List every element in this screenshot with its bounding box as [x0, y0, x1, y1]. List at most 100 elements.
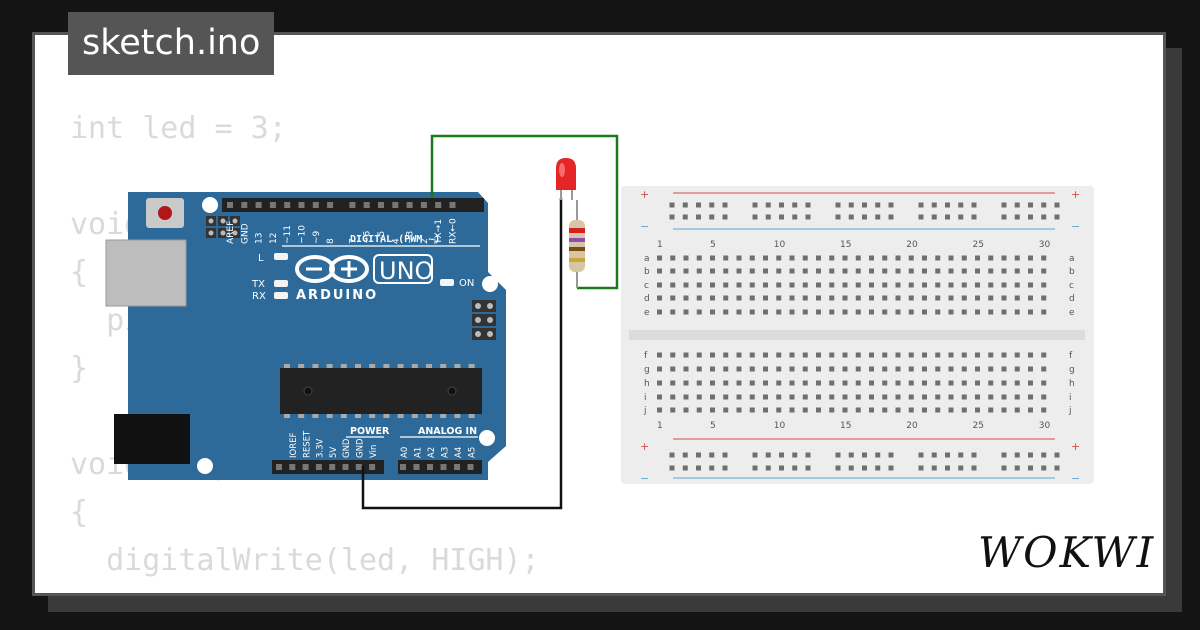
rail-hole[interactable]	[945, 214, 950, 220]
breadboard-hole[interactable]	[1001, 407, 1007, 413]
breadboard-hole[interactable]	[710, 295, 715, 301]
breadboard-hole[interactable]	[1014, 255, 1020, 261]
breadboard-hole[interactable]	[935, 394, 941, 400]
breadboard-hole[interactable]	[1014, 407, 1020, 413]
breadboard-hole[interactable]	[802, 352, 808, 358]
breadboard-hole[interactable]	[723, 352, 729, 358]
breadboard-hole[interactable]	[908, 255, 914, 261]
breadboard-hole[interactable]	[710, 394, 715, 400]
rail-hole[interactable]	[752, 202, 758, 208]
breadboard-hole[interactable]	[816, 407, 821, 413]
breadboard-hole[interactable]	[908, 380, 914, 386]
breadboard-hole[interactable]	[749, 380, 755, 386]
rail-hole[interactable]	[792, 465, 798, 471]
breadboard-hole[interactable]	[696, 255, 702, 261]
breadboard-hole[interactable]	[829, 407, 835, 413]
breadboard-hole[interactable]	[829, 352, 835, 358]
breadboard-hole[interactable]	[1028, 366, 1033, 372]
breadboard-hole[interactable]	[789, 282, 795, 288]
rail-hole[interactable]	[1028, 202, 1033, 208]
breadboard-hole[interactable]	[895, 380, 901, 386]
breadboard-hole[interactable]	[882, 309, 888, 315]
rail-hole[interactable]	[1028, 452, 1033, 458]
breadboard-hole[interactable]	[802, 394, 808, 400]
breadboard-hole[interactable]	[736, 282, 742, 288]
rail-hole[interactable]	[862, 465, 867, 471]
breadboard-hole[interactable]	[988, 309, 994, 315]
analog-pin-hole[interactable]	[427, 464, 433, 470]
breadboard-hole[interactable]	[908, 268, 914, 274]
breadboard-hole[interactable]	[1014, 295, 1020, 301]
breadboard-hole[interactable]	[723, 295, 729, 301]
breadboard-hole[interactable]	[1041, 394, 1047, 400]
power-pin-hole[interactable]	[302, 464, 309, 470]
rail-hole[interactable]	[875, 214, 881, 220]
breadboard-hole[interactable]	[869, 366, 874, 372]
rail-hole[interactable]	[848, 214, 854, 220]
breadboard-hole[interactable]	[723, 255, 729, 261]
breadboard-hole[interactable]	[736, 380, 742, 386]
breadboard-hole[interactable]	[749, 309, 755, 315]
rail-hole[interactable]	[958, 202, 964, 208]
breadboard-hole[interactable]	[988, 295, 994, 301]
breadboard-hole[interactable]	[842, 352, 848, 358]
breadboard-hole[interactable]	[776, 295, 782, 301]
digital-pin-hole[interactable]	[227, 202, 233, 208]
rail-hole[interactable]	[945, 465, 950, 471]
breadboard-hole[interactable]	[869, 282, 874, 288]
rail-hole[interactable]	[875, 465, 881, 471]
breadboard-hole[interactable]	[789, 352, 795, 358]
breadboard-hole[interactable]	[961, 407, 967, 413]
rail-hole[interactable]	[722, 202, 728, 208]
breadboard-hole[interactable]	[961, 394, 967, 400]
green-wire[interactable]	[430, 134, 619, 290]
rail-hole[interactable]	[971, 452, 977, 458]
breadboard-hole[interactable]	[1028, 268, 1033, 274]
breadboard-hole[interactable]	[895, 295, 901, 301]
breadboard-hole[interactable]	[922, 268, 927, 274]
breadboard-hole[interactable]	[710, 352, 715, 358]
breadboard-hole[interactable]	[670, 295, 676, 301]
breadboard-hole[interactable]	[895, 282, 901, 288]
breadboard-hole[interactable]	[855, 380, 861, 386]
rail-hole[interactable]	[888, 465, 894, 471]
breadboard-hole[interactable]	[922, 394, 927, 400]
rail-hole[interactable]	[779, 202, 784, 208]
rail-hole[interactable]	[971, 465, 977, 471]
breadboard-hole[interactable]	[1001, 268, 1007, 274]
rail-hole[interactable]	[722, 452, 728, 458]
rail-hole[interactable]	[709, 452, 715, 458]
breadboard-hole[interactable]	[736, 366, 742, 372]
breadboard-hole[interactable]	[736, 407, 742, 413]
breadboard-hole[interactable]	[776, 394, 782, 400]
breadboard-hole[interactable]	[763, 394, 768, 400]
analog-pin-hole[interactable]	[400, 464, 406, 470]
breadboard-hole[interactable]	[789, 366, 795, 372]
breadboard-hole[interactable]	[935, 309, 941, 315]
power-pin-hole[interactable]	[329, 464, 336, 470]
breadboard-hole[interactable]	[935, 268, 941, 274]
resistor[interactable]	[569, 200, 585, 288]
breadboard-hole[interactable]	[948, 380, 954, 386]
breadboard-hole[interactable]	[683, 394, 689, 400]
breadboard-hole[interactable]	[723, 407, 729, 413]
rail-hole[interactable]	[1054, 465, 1060, 471]
breadboard-hole[interactable]	[670, 352, 676, 358]
breadboard-hole[interactable]	[657, 295, 662, 301]
breadboard-hole[interactable]	[1014, 309, 1020, 315]
rail-hole[interactable]	[1014, 465, 1020, 471]
breadboard-hole[interactable]	[683, 309, 689, 315]
breadboard-hole[interactable]	[922, 366, 927, 372]
breadboard-hole[interactable]	[922, 407, 927, 413]
breadboard-hole[interactable]	[829, 394, 835, 400]
digital-pin-hole[interactable]	[269, 202, 276, 208]
breadboard-hole[interactable]	[776, 309, 782, 315]
breadboard-hole[interactable]	[763, 255, 768, 261]
breadboard-hole[interactable]	[869, 268, 874, 274]
breadboard-hole[interactable]	[935, 282, 941, 288]
digital-pin-hole[interactable]	[449, 202, 456, 208]
breadboard-hole[interactable]	[1014, 268, 1020, 274]
breadboard-hole[interactable]	[1014, 366, 1020, 372]
breadboard-hole[interactable]	[749, 295, 755, 301]
